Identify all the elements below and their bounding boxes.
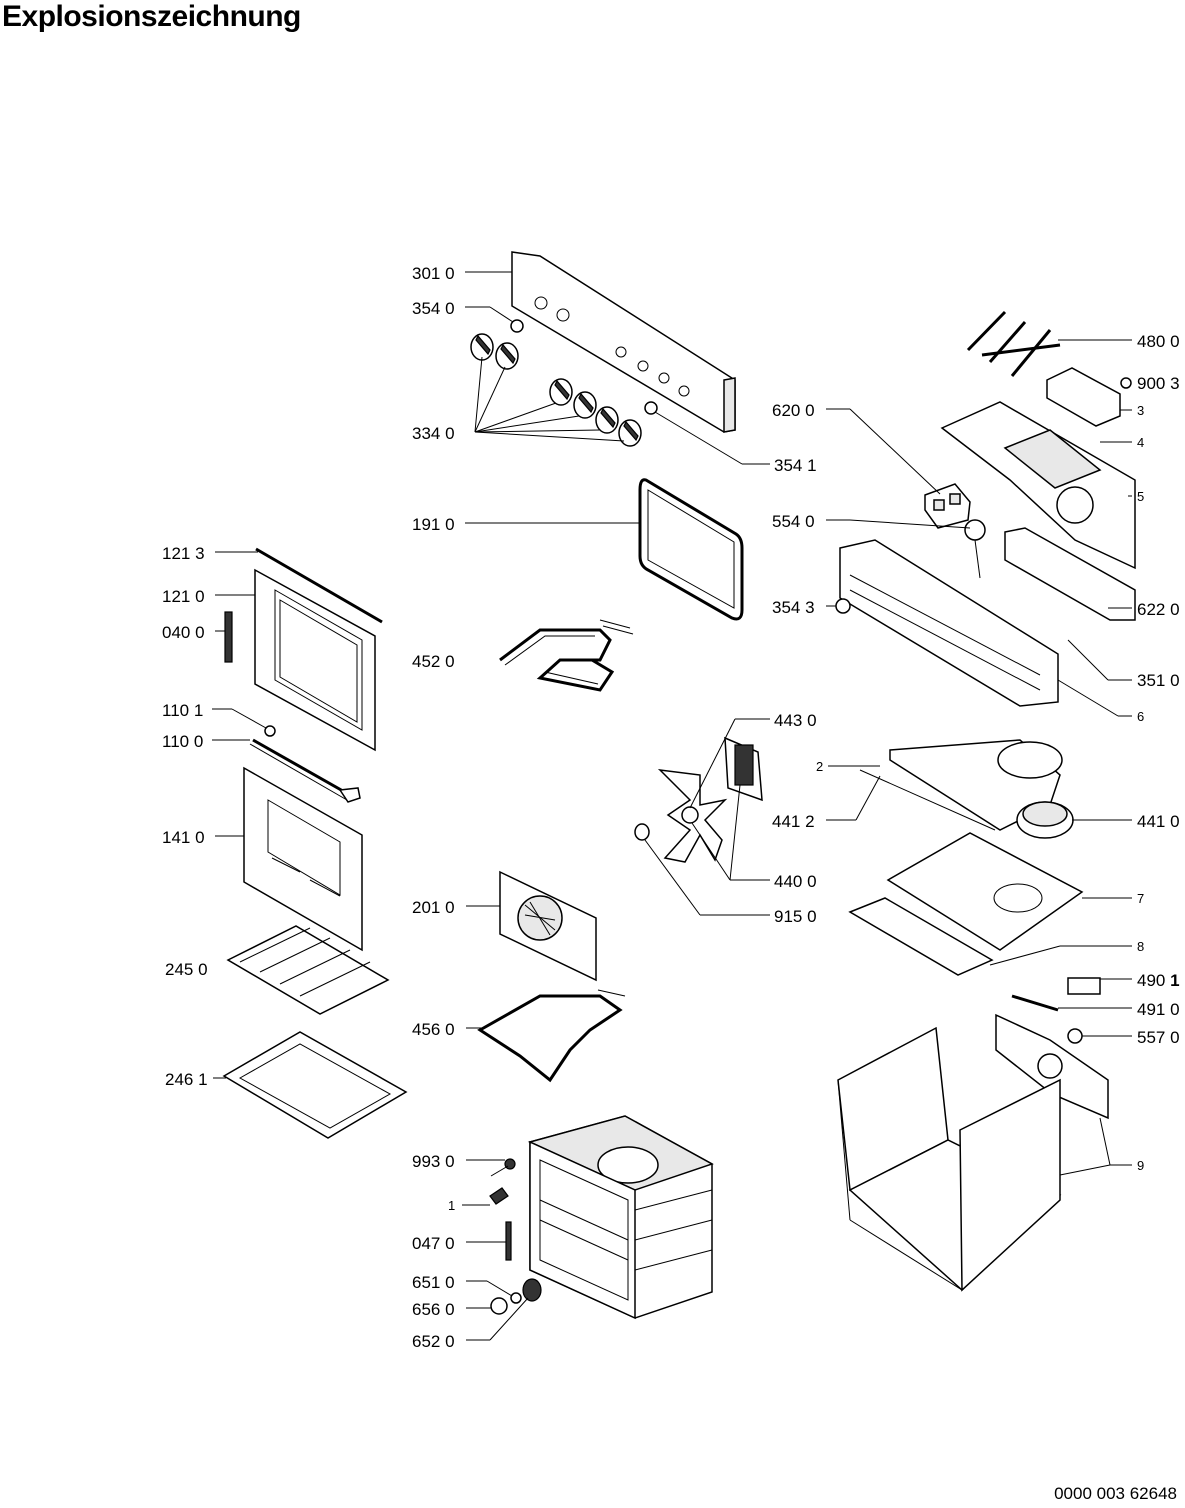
- callout-110-1: 110 1: [162, 701, 203, 720]
- fan-housing-plate-part: [859, 739, 1063, 831]
- control-knobs-part: [470, 333, 642, 447]
- front-frame-part: [839, 527, 1136, 707]
- callout-141-0: 141 0: [162, 828, 205, 847]
- callout-441-2: 441 2: [772, 812, 815, 831]
- callout-201-0: 201 0: [412, 898, 455, 917]
- callout-351-0: 351 0: [1137, 671, 1180, 690]
- callout-491-0: 491 0: [1137, 1000, 1180, 1019]
- indicator-lamp-part: [644, 401, 658, 415]
- fan-assembly-part: [634, 736, 763, 863]
- wiring-harness-part: [966, 310, 1061, 377]
- callout-8: 8: [1137, 939, 1144, 954]
- oven-cavity-part: [527, 1115, 714, 1320]
- callout-334-0: 334 0: [412, 424, 455, 443]
- callout-440-0: 440 0: [774, 872, 817, 891]
- small-hardware-parts: [489, 1158, 542, 1315]
- thermostat-part: [964, 519, 986, 579]
- callout-2: 2: [816, 759, 823, 774]
- bottom-heating-element-part: [477, 989, 626, 1083]
- callout-354-3: 354 3: [772, 598, 815, 617]
- page-title: Explosionszeichnung: [2, 0, 301, 33]
- callout-490-1: 490 1: [1137, 971, 1180, 990]
- callout-622-0: 622 0: [1137, 600, 1180, 619]
- callout-labels: 301 0 354 0 334 0 354 1 191 0 452 0 121 …: [162, 264, 1180, 1351]
- callout-652-0: 652 0: [412, 1332, 455, 1351]
- rear-panel-part: [995, 1013, 1109, 1120]
- screw-part: [1120, 377, 1132, 389]
- door-inner-frame-part: [224, 547, 383, 752]
- callout-9: 9: [1137, 1158, 1144, 1173]
- control-module-part: [1046, 367, 1121, 427]
- callout-7: 7: [1137, 891, 1144, 906]
- door-handle-part: [249, 725, 361, 803]
- outer-door-glass-part: [243, 766, 363, 952]
- callout-490-1-bold: 1: [1170, 971, 1179, 990]
- callout-1: 1: [448, 1198, 455, 1213]
- top-heating-element-part: [499, 619, 634, 692]
- callout-900-3: 900 3: [1137, 374, 1180, 393]
- callout-915-0: 915 0: [774, 907, 817, 926]
- indicator-lamp-part: [510, 319, 524, 333]
- callout-993-0: 993 0: [412, 1152, 455, 1171]
- tangential-fan-part: [1016, 801, 1074, 839]
- callout-620-0: 620 0: [772, 401, 815, 420]
- fan-cover-panel-part: [499, 870, 597, 982]
- leader-lines: [212, 271, 1132, 1341]
- selector-switch-part: [924, 483, 971, 529]
- callout-443-0: 443 0: [774, 711, 817, 730]
- callout-245-0: 245 0: [165, 960, 208, 979]
- callout-354-1: 354 1: [774, 456, 817, 475]
- callout-3: 3: [1137, 403, 1144, 418]
- callout-4: 4: [1137, 435, 1144, 450]
- insulation-plates-part: [848, 832, 1084, 976]
- lamp-part: [835, 598, 851, 614]
- callout-656-0: 656 0: [412, 1300, 455, 1319]
- callout-6: 6: [1137, 709, 1144, 724]
- baking-tray-part: [222, 1031, 408, 1139]
- callout-040-0: 040 0: [162, 623, 205, 642]
- callout-554-0: 554 0: [772, 512, 815, 531]
- callout-5: 5: [1137, 489, 1144, 504]
- callout-121-3: 121 3: [162, 544, 205, 563]
- door-gasket-part: [638, 478, 744, 621]
- top-panel-part: [940, 401, 1136, 570]
- callout-456-0: 456 0: [412, 1020, 455, 1039]
- callout-301-0: 301 0: [412, 264, 455, 283]
- callout-191-0: 191 0: [412, 515, 455, 534]
- callout-651-0: 651 0: [412, 1273, 455, 1292]
- oven-rack-part: [226, 925, 390, 1015]
- connector-parts: [1011, 977, 1101, 1044]
- callout-354-0: 354 0: [412, 299, 455, 318]
- callout-441-0: 441 0: [1137, 812, 1180, 831]
- housing-frame-part: [837, 1026, 1062, 1292]
- callout-480-0: 480 0: [1137, 332, 1180, 351]
- callout-121-0: 121 0: [162, 587, 205, 606]
- callout-557-0: 557 0: [1137, 1028, 1180, 1047]
- callout-110-0: 110 0: [162, 732, 203, 751]
- document-number: 0000 003 62648: [1054, 1484, 1177, 1503]
- callout-452-0: 452 0: [412, 652, 455, 671]
- callout-246-1: 246 1: [165, 1070, 208, 1089]
- control-panel-part: [511, 251, 736, 433]
- callout-047-0: 047 0: [412, 1234, 455, 1253]
- callout-490-1-base: 490: [1137, 971, 1170, 990]
